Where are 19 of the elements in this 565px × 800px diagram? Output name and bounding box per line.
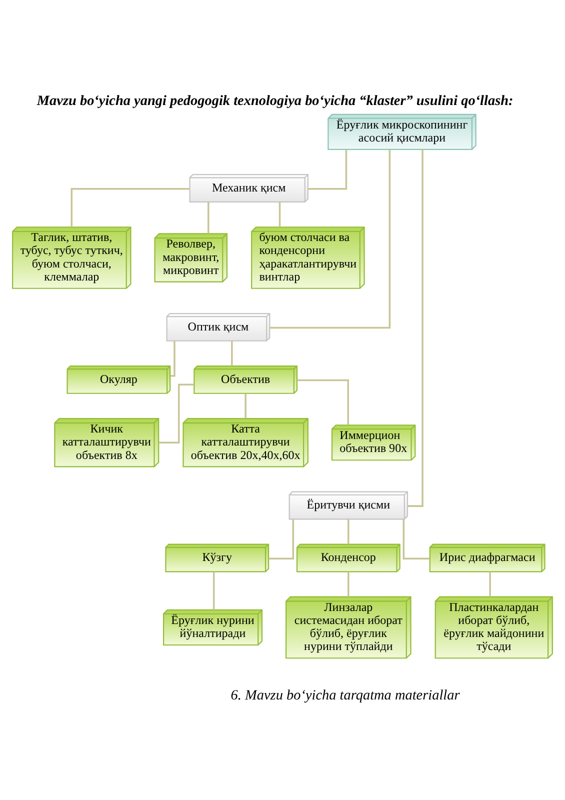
connector <box>231 340 233 366</box>
diagram-title: Mavzu bo‘yicha yangi pedogogik texnologiya bo‘yicha “klaster” usulini qo‘llash: <box>36 92 514 109</box>
connector <box>489 571 491 596</box>
connector <box>158 383 194 443</box>
connector <box>208 202 210 234</box>
connector <box>212 571 215 610</box>
connector <box>244 393 246 418</box>
connector <box>270 149 391 328</box>
connector <box>268 518 294 559</box>
caption: 6. Mavzu bo‘yicha tarqatma materiallar <box>230 687 460 704</box>
connector <box>70 187 190 226</box>
connector <box>408 149 424 506</box>
connector <box>348 518 350 544</box>
connector <box>170 340 176 376</box>
connector <box>297 378 349 424</box>
connector <box>278 202 281 227</box>
connector <box>402 518 430 559</box>
connector <box>308 149 348 190</box>
connector <box>348 571 350 596</box>
